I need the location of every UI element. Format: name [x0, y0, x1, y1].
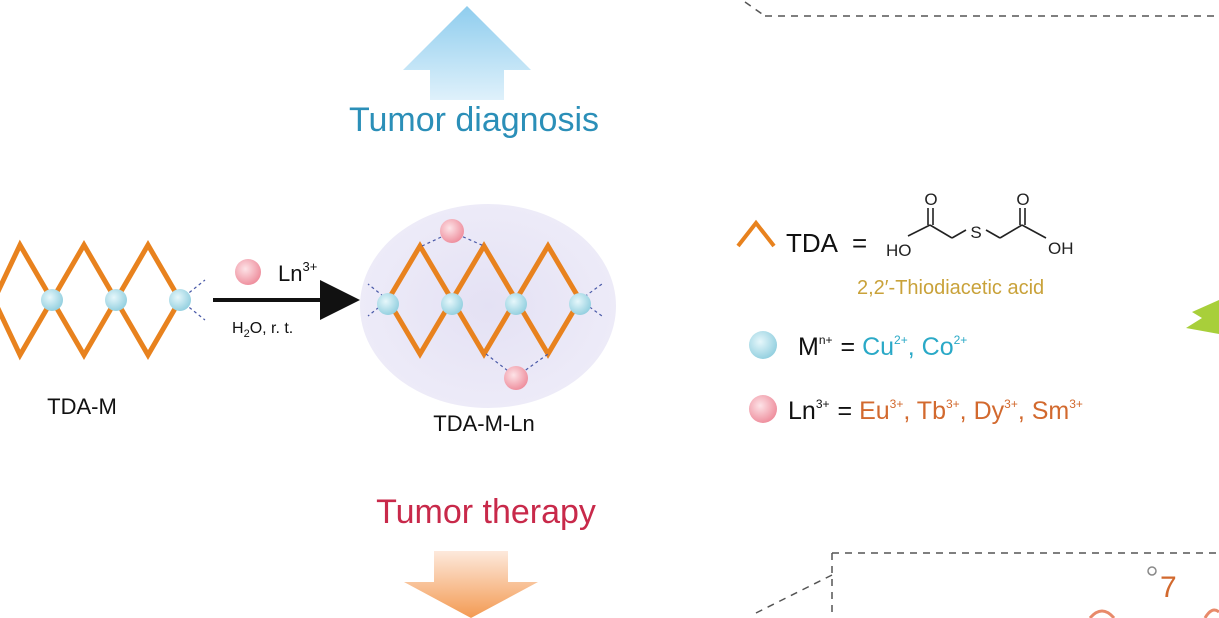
- corner-fragment: 7: [1088, 566, 1219, 618]
- green-shape-fragment: [1186, 300, 1219, 334]
- metal-ion-co: Co2+: [922, 333, 968, 361]
- ln-ion-sm: Sm3+: [1032, 397, 1083, 425]
- therapy-arrow: [404, 551, 538, 618]
- metal-ion-cu: Cu2+,: [862, 333, 922, 361]
- tda-equals: =: [852, 228, 867, 258]
- ln-ion-tb: Tb3+,: [917, 397, 974, 425]
- tda-m-chain: [0, 239, 206, 361]
- reaction-conditions: H2O, r. t.: [232, 320, 293, 340]
- reagent-label: Ln3+: [278, 259, 317, 286]
- metal-node: [377, 293, 399, 315]
- structure-ho: HO: [886, 241, 912, 260]
- structure-oh: OH: [1048, 239, 1074, 258]
- tda-label: TDA: [786, 228, 839, 258]
- tda-linker-icon: [736, 219, 776, 248]
- diagnosis-arrow: [403, 6, 531, 100]
- ln-ion-icon: [749, 395, 777, 423]
- diagnosis-label: Tumor diagnosis: [349, 101, 599, 139]
- corner-fragment-text: 7: [1160, 571, 1177, 604]
- legend-metal: Mn+= Cu2+, Co2+: [749, 331, 967, 361]
- metal-ion-definition: Mn+= Cu2+, Co2+: [798, 333, 967, 361]
- legend-lanthanide: Ln3+= Eu3+, Tb3+, Dy3+, Sm3+: [749, 395, 1083, 425]
- structure-o-left: O: [924, 190, 937, 209]
- metal-node: [505, 293, 527, 315]
- metal-node: [41, 289, 63, 311]
- metal-node: [105, 289, 127, 311]
- bottom-dashed-frame: [751, 552, 1219, 618]
- metal-node: [169, 289, 191, 311]
- metal-node: [569, 293, 591, 315]
- structure-o-right: O: [1016, 190, 1029, 209]
- metal-ion-icon: [749, 331, 777, 359]
- legend-tda: TDA = O O HO S OH 2,2′-Thiodiacetic acid: [736, 190, 1074, 299]
- tda-m-ln-structure: [360, 204, 616, 408]
- metal-node: [441, 293, 463, 315]
- ln-node: [504, 366, 528, 390]
- ln-node: [440, 219, 464, 243]
- top-dashed-frame: [744, 1, 1219, 17]
- ln-ion-dy: Dy3+,: [974, 397, 1032, 425]
- tda-m-ln-label: TDA-M-Ln: [433, 411, 534, 436]
- ln-ion-reagent-icon: [235, 259, 261, 285]
- therapy-label: Tumor therapy: [376, 493, 596, 531]
- tda-m-label: TDA-M: [47, 394, 117, 419]
- ln-ion-eu: Eu3+,: [859, 397, 917, 425]
- ln-ion-definition: Ln3+= Eu3+, Tb3+, Dy3+, Sm3+: [788, 397, 1083, 425]
- structure-s: S: [970, 223, 981, 242]
- thiodiacetic-acid-structure: [907, 208, 1047, 239]
- tda-chemical-name: 2,2′-Thiodiacetic acid: [857, 277, 1044, 299]
